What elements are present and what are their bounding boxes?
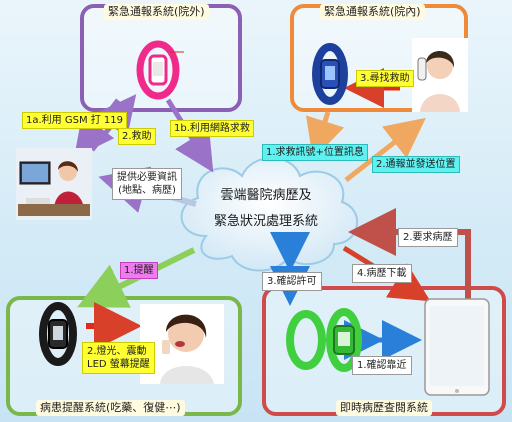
nurse-phone-icon bbox=[412, 38, 468, 112]
label-gsm: 1a.利用 GSM 打 119 bbox=[22, 112, 128, 129]
pink-wristband-icon bbox=[136, 40, 184, 100]
label-remind: 1.提醒 bbox=[120, 262, 158, 279]
provide-info-line1: 提供必要資訊 bbox=[117, 172, 177, 183]
black-wristband-icon bbox=[39, 302, 77, 366]
cloud-title-line1: 雲端醫院病歷及 bbox=[220, 188, 312, 203]
label-find-help: 3.尋找救助 bbox=[356, 70, 414, 87]
label-confirm-permit: 3.確認許可 bbox=[262, 272, 322, 291]
led-line1: 2.燈光、震動 bbox=[87, 346, 147, 357]
label-network: 1b.利用網路求救 bbox=[170, 120, 254, 137]
label-led: 2.燈光、震動 LED 螢幕提醒 bbox=[82, 342, 155, 374]
led-line2: LED 螢幕提醒 bbox=[87, 359, 150, 370]
label-download-record: 4.病歷下載 bbox=[352, 264, 412, 283]
provide-info-line2: (地點、病歷) bbox=[118, 185, 176, 196]
outside-panel-title: 緊急通報系統(院外) bbox=[104, 4, 209, 20]
inside-panel-title: 緊急通報系統(院內) bbox=[320, 4, 425, 20]
tablet-icon bbox=[424, 298, 490, 396]
green-wristband-icon bbox=[286, 308, 362, 372]
cloud-icon bbox=[180, 157, 359, 272]
arrow-notify-location bbox=[344, 117, 426, 182]
label-send-signal: 1.求救訊號+位置訊息 bbox=[262, 144, 368, 161]
label-rescue: 2.救助 bbox=[118, 128, 156, 145]
remind-panel-title: 病患提醒系統(吃藥、復健⋯) bbox=[36, 400, 185, 416]
arrow-send-signal bbox=[305, 111, 345, 160]
arrow-request-record bbox=[348, 208, 471, 306]
records-panel-title: 即時病歷查閱系統 bbox=[336, 400, 432, 416]
label-notify-location: 2.通報並發送位置 bbox=[372, 156, 460, 173]
blue-wristband-icon bbox=[312, 43, 348, 105]
label-request-record: 2.要求病歷 bbox=[398, 228, 458, 247]
label-provide-info: 提供必要資訊 (地點、病歷) bbox=[112, 168, 182, 200]
operator-desk-icon bbox=[16, 148, 92, 220]
label-confirm-near: 1.確認靠近 bbox=[352, 356, 412, 375]
cloud-title-line2: 緊急狀況處理系統 bbox=[213, 214, 318, 229]
